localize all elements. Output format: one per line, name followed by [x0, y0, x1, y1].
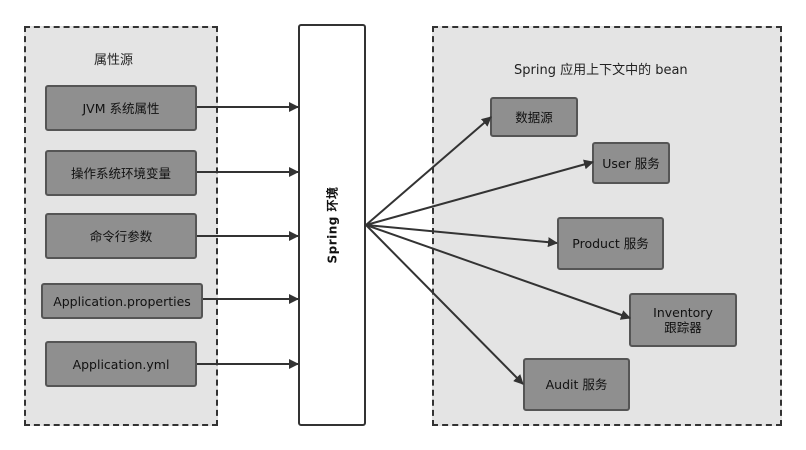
source-application-yml: Application.yml — [45, 341, 197, 387]
property-sources-title: 属性源 — [94, 53, 134, 68]
spring-environment-box — [298, 24, 366, 426]
bean-user-service: User 服务 — [592, 142, 670, 184]
bean-product-service: Product 服务 — [557, 217, 664, 270]
arrow-env-to-inventory — [365, 224, 631, 320]
source-jvm-properties: JVM 系统属性 — [45, 85, 197, 131]
arrow-env-to-datasource — [365, 116, 492, 226]
bean-inventory-tracker: Inventory 跟踪器 — [629, 293, 737, 347]
source-application-properties: Application.properties — [41, 283, 203, 319]
bean-audit-service: Audit 服务 — [523, 358, 630, 411]
arrow-env-to-user — [365, 159, 594, 226]
bean-context-title: Spring 应用上下文中的 bean — [514, 63, 688, 78]
arrow-env-to-audit — [365, 224, 524, 385]
source-command-line-args: 命令行参数 — [45, 213, 197, 259]
arrow-env-to-product — [365, 224, 558, 248]
source-os-env-vars: 操作系统环境变量 — [45, 150, 197, 196]
